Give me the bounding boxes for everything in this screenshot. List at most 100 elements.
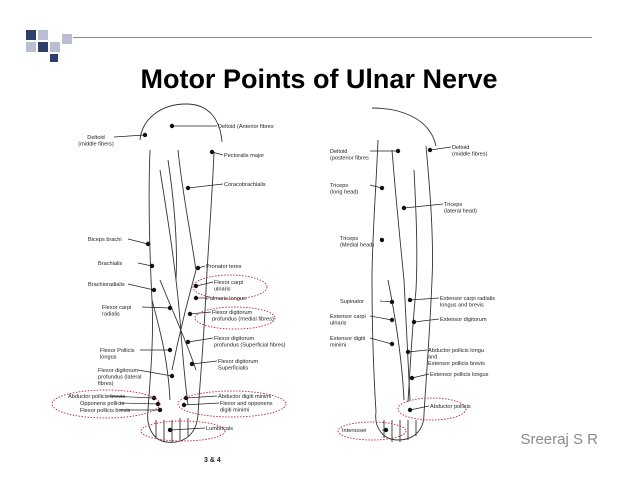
back-motor-point (407, 297, 413, 303)
back-label: Deltoid(middle fibres) (452, 145, 488, 157)
front-label: Biceps brachi (88, 237, 122, 243)
front-motor-point (149, 263, 155, 269)
front-leader-line (183, 402, 220, 406)
back-label: Abductor pollicis (430, 404, 471, 410)
back-motor-point (389, 299, 395, 305)
front-motor-point (195, 265, 201, 271)
back-motor-point (401, 205, 407, 211)
back-label: Deltoid(posterior fibres (330, 149, 369, 161)
front-label: Abductor digiti minimi (218, 394, 271, 400)
back-leader-line (429, 146, 452, 151)
back-label: Extensor digitorum (440, 317, 487, 323)
front-leader-lines (107, 123, 224, 433)
back-leader-line (403, 203, 444, 209)
front-motor-point (142, 132, 148, 138)
front-leader-line (137, 369, 173, 377)
front-motor-point (209, 149, 215, 155)
back-motor-point (383, 427, 389, 433)
front-label: Lumbricals (206, 426, 233, 432)
front-leader-line (187, 183, 224, 189)
front-label: Opponens pollicis (80, 401, 124, 407)
back-label: Extensor pollicis longus (430, 372, 489, 378)
highlight-fdp-medial (194, 306, 276, 330)
back-leader-line (409, 405, 430, 411)
front-leader-line (137, 262, 153, 267)
back-leader-lines (369, 146, 452, 433)
front-leader-line (127, 283, 155, 291)
front-label: Brachialis (98, 261, 122, 267)
back-leader-line (413, 318, 440, 323)
back-leader-line (409, 297, 440, 301)
front-label: Deltoid (Anterior fibres (218, 124, 274, 130)
title-rule (73, 37, 592, 38)
front-leader-line (195, 281, 214, 287)
front-leader-line (127, 238, 149, 245)
front-leader-line (169, 427, 206, 431)
author-footer: Sreeraj S R (520, 431, 598, 448)
back-label: Triceps(Medial head) (340, 236, 374, 248)
page-number: 3 & 4 (204, 457, 221, 464)
front-leader-line (113, 134, 146, 138)
front-label: Coracobrachialis (224, 182, 266, 188)
front-label: Deltoid(middle fibers) (78, 135, 114, 147)
back-leader-line (407, 349, 428, 353)
front-leader-line (119, 402, 159, 405)
front-label: Pectoralis major (224, 153, 264, 159)
corner-decoration (26, 30, 72, 62)
back-labels: Deltoid(posterior fibres Deltoid(middle f… (330, 145, 495, 434)
front-motor-point (189, 361, 195, 367)
highlight-thenar (51, 389, 161, 419)
back-leader-line (369, 315, 393, 321)
back-motor-point (411, 319, 417, 325)
front-motor-point (167, 305, 173, 311)
front-motor-point (185, 185, 191, 191)
front-label: Brachioradialis (88, 282, 125, 288)
front-motor-point (155, 401, 161, 407)
back-motor-point (427, 147, 433, 153)
highlight-abductor-pollicis (397, 397, 467, 421)
front-motor-point (181, 402, 187, 408)
front-labels: Deltoid(middle fibers) Deltoid (Anterior … (68, 124, 286, 432)
front-leader-line (187, 337, 214, 343)
front-motor-point (183, 395, 189, 401)
highlight-flexor-carpi-ulnaris (192, 274, 268, 300)
front-motor-point (167, 427, 173, 433)
front-motor-point (167, 347, 173, 353)
front-leader-line (185, 395, 218, 399)
back-label: Triceps(lateral head) (444, 202, 477, 214)
front-arm-outline (139, 103, 223, 443)
highlight-lumbricals (140, 420, 226, 442)
front-motor-point (193, 283, 199, 289)
back-motor-point (409, 375, 415, 381)
front-label: Abductor pollicis brevis (68, 394, 125, 400)
front-motor-point (185, 339, 191, 345)
front-leader-line (191, 360, 218, 365)
highlight-ellipses (51, 274, 467, 442)
back-leader-line (369, 337, 393, 345)
front-motor-point (193, 295, 199, 301)
back-label: Triceps(long head) (330, 183, 358, 195)
back-motor-point (405, 349, 411, 355)
front-label: Flexor pollicis brevis (80, 408, 131, 414)
front-motor-point (187, 311, 193, 317)
highlight-interossei (337, 421, 407, 441)
front-leader-line (189, 311, 212, 315)
highlight-hypothenar (177, 390, 287, 418)
slide-title: Motor Points of Ulnar Nerve (140, 64, 498, 94)
front-motor-point (151, 287, 157, 293)
front-leader-line (141, 306, 171, 309)
back-motor-point (395, 148, 401, 154)
back-label: Supinator (340, 299, 364, 305)
front-motor-point (145, 241, 151, 247)
back-arm-outline (371, 107, 437, 442)
